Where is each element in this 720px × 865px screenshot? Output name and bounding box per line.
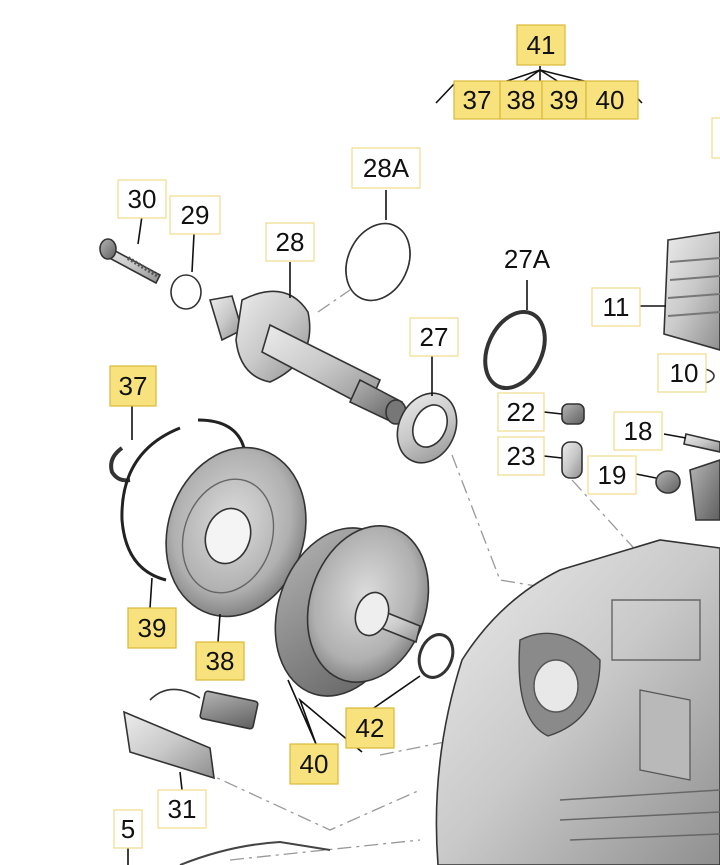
- callout-28A[interactable]: 28A: [351, 147, 421, 189]
- svg-text:39: 39: [550, 85, 579, 115]
- svg-text:38: 38: [507, 85, 536, 115]
- callout-10[interactable]: 10: [657, 353, 707, 393]
- svg-text:40: 40: [596, 85, 625, 115]
- callout-31[interactable]: 31: [157, 789, 207, 829]
- callout-23[interactable]: 23: [497, 436, 545, 476]
- callout-22[interactable]: 22: [497, 392, 545, 432]
- pin-23-part: [561, 441, 583, 479]
- svg-text:5: 5: [121, 814, 135, 844]
- svg-text:39: 39: [138, 613, 167, 643]
- callout-11[interactable]: 11: [591, 287, 641, 327]
- ring-27A-part: [483, 309, 547, 391]
- circlip-39-part: [120, 418, 246, 582]
- callout-38-left[interactable]: 38: [195, 641, 245, 681]
- offscreen-callout-edge: [711, 117, 720, 159]
- nut-19-part: [655, 470, 681, 494]
- svg-text:28: 28: [276, 227, 305, 257]
- svg-text:29: 29: [181, 200, 210, 230]
- callout-41[interactable]: 41: [516, 24, 566, 66]
- callout-40-top[interactable]: 40: [585, 80, 639, 120]
- callout-27A[interactable]: 27A: [504, 244, 551, 274]
- bolt-18-part: [683, 433, 720, 521]
- callout-29[interactable]: 29: [169, 195, 221, 235]
- callout-30[interactable]: 30: [117, 179, 167, 219]
- oring-42-part: [417, 633, 455, 679]
- bolt-30-part: [99, 238, 162, 285]
- svg-text:22: 22: [507, 397, 536, 427]
- svg-text:38: 38: [206, 646, 235, 676]
- svg-text:28A: 28A: [363, 153, 410, 183]
- callout-37-top[interactable]: 37: [453, 80, 501, 120]
- seal-27-part: [396, 392, 458, 464]
- callout-42[interactable]: 42: [345, 707, 395, 749]
- svg-text:11: 11: [603, 292, 630, 322]
- callout-18[interactable]: 18: [613, 411, 663, 451]
- oring-29-part: [170, 274, 202, 310]
- callout-40-left[interactable]: 40: [289, 743, 339, 785]
- clutch-40-part: [274, 525, 430, 697]
- callout-38-top[interactable]: 38: [499, 80, 543, 120]
- svg-text:37: 37: [119, 371, 148, 401]
- callout-37-left[interactable]: 37: [109, 365, 157, 407]
- svg-text:42: 42: [356, 713, 385, 743]
- svg-text:19: 19: [598, 460, 627, 490]
- svg-text:10: 10: [670, 358, 699, 388]
- oil-cooler-11-part: [663, 231, 720, 384]
- svg-text:31: 31: [168, 794, 197, 824]
- callout-27[interactable]: 27: [409, 317, 459, 357]
- shaft-28-part: [208, 290, 407, 425]
- svg-text:23: 23: [507, 441, 536, 471]
- gearbox-housing-part: [435, 539, 720, 865]
- callout-28[interactable]: 28: [265, 222, 315, 262]
- svg-text:41: 41: [527, 30, 556, 60]
- callout-5[interactable]: 5: [113, 809, 143, 849]
- sensor-31-part: [122, 688, 259, 780]
- callout-39-left[interactable]: 39: [127, 607, 177, 649]
- callout-39-top[interactable]: 39: [541, 80, 587, 120]
- callout-19[interactable]: 19: [587, 455, 637, 495]
- svg-text:37: 37: [463, 85, 492, 115]
- drum-38-part: [165, 446, 307, 618]
- svg-text:40: 40: [300, 749, 329, 779]
- ring-28A-part: [345, 222, 411, 302]
- gasket-5-part: [179, 840, 331, 865]
- snap-ring-37-part: [109, 446, 131, 483]
- svg-text:27: 27: [420, 322, 449, 352]
- plug-22-part: [561, 403, 585, 425]
- svg-text:18: 18: [624, 416, 653, 446]
- svg-text:30: 30: [128, 184, 157, 214]
